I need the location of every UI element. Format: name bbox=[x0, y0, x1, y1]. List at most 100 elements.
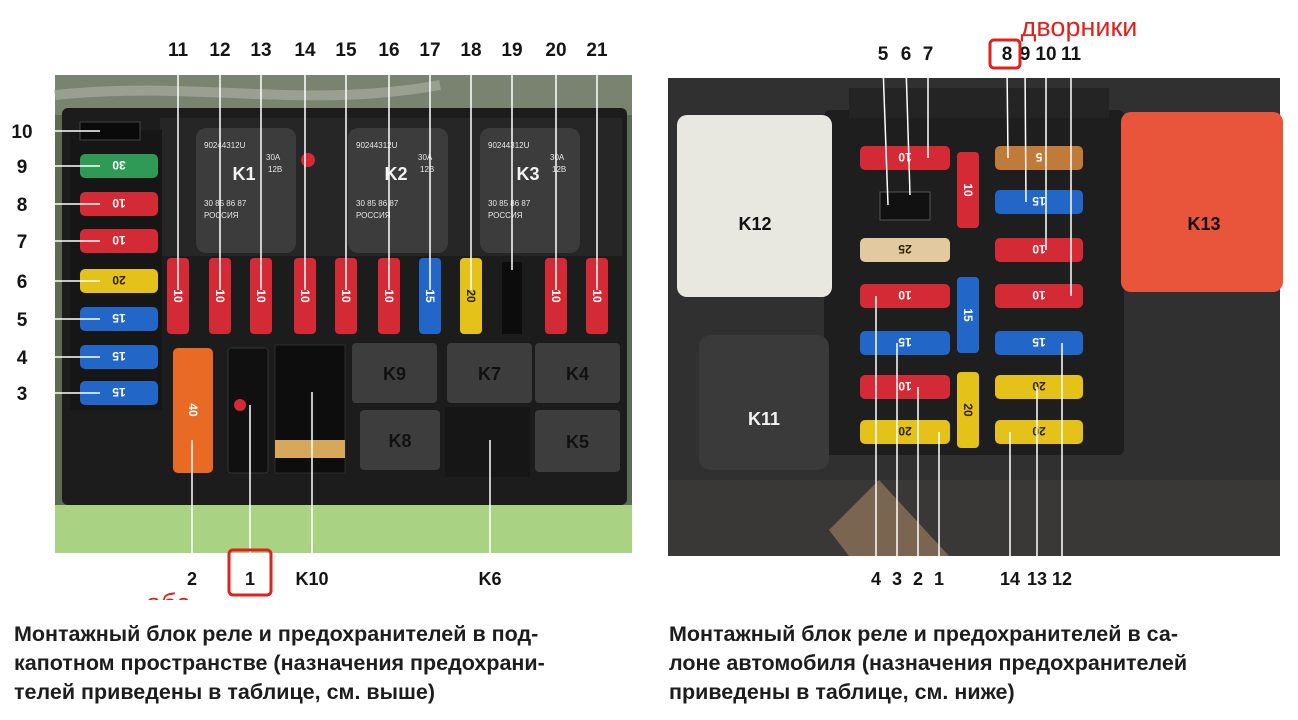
k6-slot bbox=[445, 407, 530, 477]
fuse-body bbox=[957, 372, 979, 448]
fuse-body bbox=[860, 420, 950, 444]
fuse-body bbox=[80, 269, 158, 293]
leader-line bbox=[1024, 65, 1027, 203]
top-label: 5 bbox=[878, 44, 889, 65]
top-label: 11 bbox=[1061, 44, 1082, 65]
relay-label: K7 bbox=[478, 364, 501, 384]
bottom-label: 12 bbox=[1052, 569, 1072, 589]
top-label: 16 bbox=[378, 40, 399, 61]
fuse-value: 10 bbox=[298, 289, 312, 303]
relay-country-text: РОССИЯ bbox=[204, 211, 239, 220]
fuse-value: 5 bbox=[1035, 150, 1042, 164]
red-marker bbox=[301, 153, 315, 167]
fuse-body bbox=[250, 258, 272, 334]
photo-bottom-green bbox=[55, 505, 632, 553]
empty-fuse-slot bbox=[502, 262, 522, 334]
highlight-box-fuse-8 bbox=[988, 38, 1022, 70]
caption-line: телей приведены в таблице, см. выше) bbox=[14, 680, 436, 704]
relay-body bbox=[348, 128, 448, 253]
note-wipers: дворники bbox=[1021, 12, 1138, 42]
side-label: 10 bbox=[11, 122, 32, 143]
fuse-body bbox=[995, 146, 1083, 170]
fuse-value: 10 bbox=[1032, 288, 1046, 302]
fuse-value: 10 bbox=[961, 183, 975, 197]
relay-body bbox=[196, 128, 296, 253]
relay-label: K3 bbox=[516, 164, 539, 184]
fuse-value: 25 bbox=[898, 242, 912, 256]
fuse-body bbox=[860, 331, 950, 355]
bottom-label: 2 bbox=[913, 569, 923, 589]
fuse-body bbox=[957, 277, 979, 353]
bottom-label: 3 bbox=[892, 569, 902, 589]
fuse-value: 30 bbox=[112, 158, 126, 172]
photo-bottom-area bbox=[668, 480, 1280, 556]
fuse-body bbox=[995, 375, 1083, 399]
fuse-value: 20 bbox=[898, 424, 912, 438]
top-label: 15 bbox=[335, 40, 357, 61]
fuse-body bbox=[995, 190, 1083, 214]
fuse-body bbox=[80, 307, 158, 331]
side-label: 6 bbox=[17, 272, 28, 293]
top-label: 10 bbox=[1035, 44, 1056, 65]
relay-k11-body bbox=[699, 335, 829, 470]
relay-label: K1 bbox=[232, 164, 255, 184]
fuse-body bbox=[167, 258, 189, 334]
relay-k12-body bbox=[677, 115, 832, 297]
fuse-1-slot bbox=[227, 347, 269, 474]
fuse-body bbox=[378, 258, 400, 334]
fuse-body bbox=[995, 238, 1083, 262]
top-label: 11 bbox=[168, 40, 189, 61]
fuse-value: 15 bbox=[112, 349, 126, 363]
relay-label: K2 bbox=[384, 164, 407, 184]
fuse-value: 10 bbox=[898, 379, 912, 393]
fuse-value: 20 bbox=[1032, 424, 1046, 438]
bottom-label: 13 bbox=[1027, 569, 1047, 589]
top-label: 8 bbox=[1002, 44, 1013, 65]
top-label: 14 bbox=[294, 40, 316, 61]
fuse-value: 10 bbox=[254, 289, 268, 303]
fuse-body bbox=[860, 284, 950, 308]
top-label: 12 bbox=[209, 40, 230, 61]
side-label: 3 bbox=[17, 384, 28, 405]
side-label: 5 bbox=[17, 310, 28, 331]
relay-volt-text: 12B bbox=[420, 165, 434, 174]
fuse-body bbox=[995, 284, 1083, 308]
fuse-value: 10 bbox=[590, 289, 604, 303]
fuse-value: 20 bbox=[1032, 379, 1046, 393]
fuse-value: 20 bbox=[961, 403, 975, 417]
top-label: 19 bbox=[501, 40, 522, 61]
top-label: 20 bbox=[545, 40, 566, 61]
relay-rating-text: 30A bbox=[550, 153, 565, 162]
fuse-body bbox=[995, 420, 1083, 444]
fuse-value: 15 bbox=[961, 308, 975, 322]
fuse-2-body bbox=[173, 348, 213, 473]
relay-rating-text: 30A bbox=[266, 153, 281, 162]
relay-k13-body bbox=[1121, 112, 1283, 292]
relay-body bbox=[535, 343, 620, 403]
top-label: 17 bbox=[419, 40, 440, 61]
relay-body bbox=[352, 343, 437, 403]
fuse-body bbox=[995, 331, 1083, 355]
relay-label: K5 bbox=[566, 432, 589, 452]
photo-bracket bbox=[829, 480, 949, 556]
fuse-body bbox=[80, 229, 158, 253]
leader-line bbox=[1006, 65, 1009, 159]
fuse-body bbox=[294, 258, 316, 334]
side-label: 4 bbox=[17, 348, 28, 369]
relay-pins-text: 30 85 86 87 bbox=[204, 199, 247, 208]
top-label: 18 bbox=[460, 40, 481, 61]
fuse-value: 15 bbox=[112, 311, 126, 325]
caption-line: Монтажный блок реле и предохранителей в … bbox=[14, 622, 539, 646]
caption-cabin: Монтажный блок реле и предохранителей в … bbox=[669, 620, 1287, 707]
relay-volt-text: 12B bbox=[268, 165, 282, 174]
fuse-body bbox=[460, 258, 482, 334]
relay-pins-text: 30 85 86 87 bbox=[488, 199, 531, 208]
highlight-box-fuse-1 bbox=[227, 548, 273, 597]
caption-line: капотном пространстве (назначения предох… bbox=[14, 651, 545, 675]
fuse-body bbox=[586, 258, 608, 334]
caption-line: Монтажный блок реле и предохранителей в … bbox=[669, 622, 1178, 646]
fuse-value: 20 bbox=[112, 273, 126, 287]
relay-label: K8 bbox=[388, 431, 411, 451]
